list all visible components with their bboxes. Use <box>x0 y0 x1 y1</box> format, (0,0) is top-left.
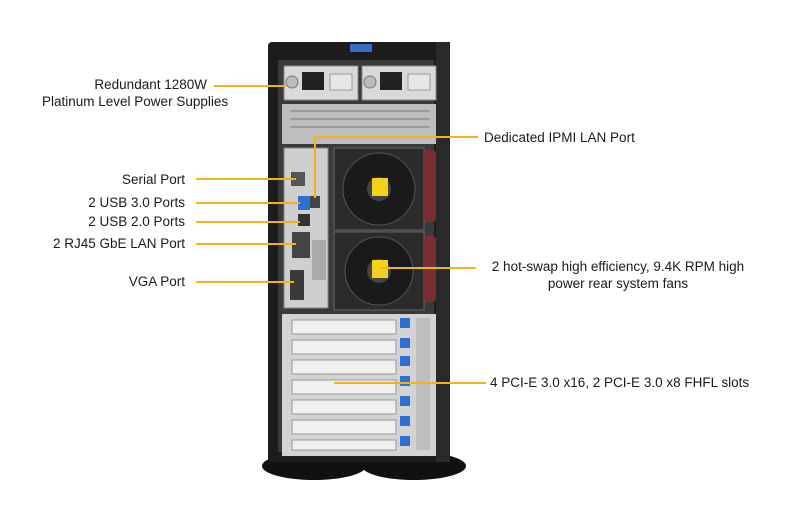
leader-lan <box>196 243 296 245</box>
vga-connector <box>290 270 304 300</box>
ipmi-label: Dedicated IPMI LAN Port <box>484 130 635 145</box>
usb2-label: 2 USB 2.0 Ports <box>88 214 185 229</box>
fans-label-line1: 2 hot-swap high efficiency, 9.4K RPM hig… <box>491 259 745 274</box>
power-supply-label-line2: Platinum Level Power Supplies <box>42 94 229 109</box>
power-supply-label: Redundant 1280W <box>94 76 207 93</box>
serial-connector <box>291 172 305 186</box>
usb2-ports <box>298 214 310 226</box>
leader-ipmi-vertical <box>314 136 316 198</box>
pcie-slot-latches <box>400 318 410 446</box>
fan-handle-top <box>424 150 436 222</box>
leader-pcie <box>334 382 486 384</box>
leader-power <box>214 85 286 87</box>
lan-ports <box>292 232 310 258</box>
rear-fan-top <box>333 147 425 231</box>
leader-fans <box>380 267 476 269</box>
leader-serial <box>196 178 296 180</box>
fans-label-line2: power rear system fans <box>547 276 689 291</box>
fan-handle-bottom <box>424 236 436 302</box>
power-supply-1 <box>283 65 359 101</box>
usb3-ports <box>298 196 310 210</box>
pcie-label: 4 PCI-E 3.0 x16, 2 PCI-E 3.0 x8 FHFL slo… <box>490 375 750 390</box>
vga-label: VGA Port <box>128 274 185 289</box>
leader-ipmi-horizontal <box>314 136 478 138</box>
top-label <box>350 44 372 52</box>
rear-fan-bottom <box>333 231 425 311</box>
leader-vga <box>196 281 294 283</box>
leader-usb2 <box>196 221 300 223</box>
power-supply-2 <box>361 65 437 101</box>
ipmi-port <box>310 196 320 208</box>
pcie-slots <box>291 319 397 451</box>
power-supply-label-line1: Redundant 1280W <box>94 77 207 92</box>
lan-label: 2 RJ45 GbE LAN Port <box>52 236 185 251</box>
leader-usb3 <box>196 202 300 204</box>
fans-label: 2 hot-swap high efficiency, 9.4K RPM hig… <box>478 258 758 292</box>
usb3-label: 2 USB 3.0 Ports <box>88 195 185 210</box>
serial-port-label: Serial Port <box>121 172 185 187</box>
